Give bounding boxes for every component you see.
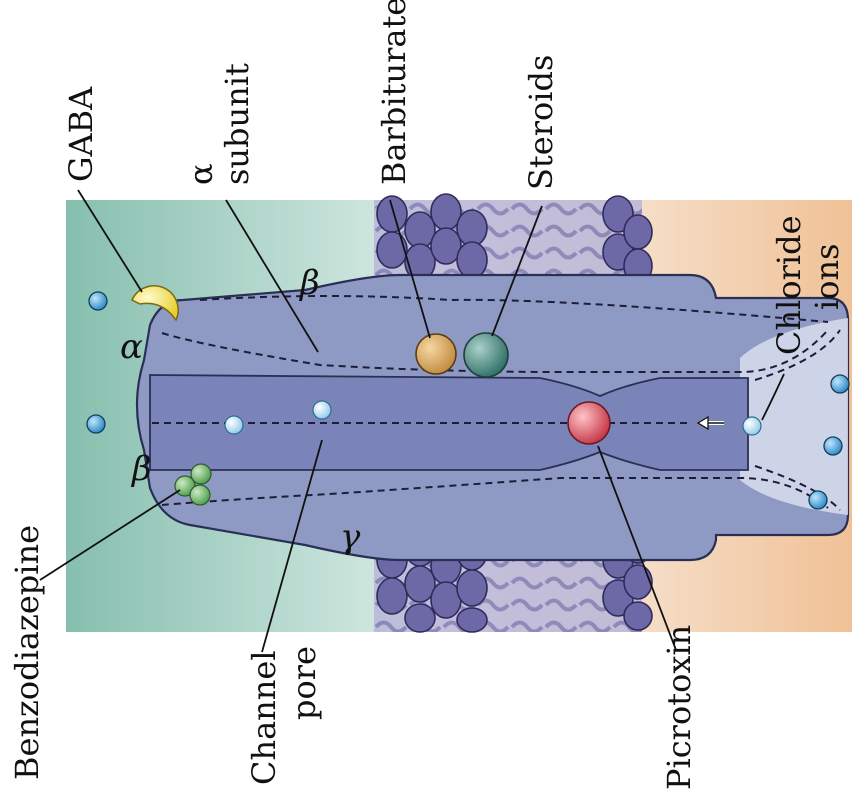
alpha-letter: α <box>120 327 143 367</box>
label-chloride-line2: ions <box>808 243 846 310</box>
steroid-molecule <box>464 333 508 377</box>
picrotoxin-molecule <box>568 402 610 444</box>
label-channel-pore: Channel pore <box>245 646 323 785</box>
benzodiazepine-molecule-2 <box>190 485 210 505</box>
chloride-ion-intracellular-2 <box>824 437 842 455</box>
chloride-ion-intracellular-1 <box>831 375 849 393</box>
label-channel-line1: Channel <box>245 650 283 785</box>
gamma-letter: γ <box>340 517 361 557</box>
barbiturate-molecule <box>416 334 456 374</box>
chloride-ion-pore-1 <box>225 416 243 434</box>
label-gaba: GABA <box>62 86 100 182</box>
chloride-ion-extracellular-2 <box>87 415 105 433</box>
label-alpha-subunit-word: subunit <box>218 63 256 185</box>
label-steroids: Steroids <box>522 55 560 190</box>
beta-left-letter: β <box>130 449 152 489</box>
chloride-ion-intracellular-3 <box>809 491 827 509</box>
chloride-ion-pore-2 <box>313 401 331 419</box>
label-chloride-line1: Chloride <box>770 215 808 355</box>
chloride-ion-extracellular-1 <box>89 292 107 310</box>
label-barbiturates: Barbiturates <box>375 0 413 185</box>
label-alpha-subunit-symbol: α <box>182 163 220 185</box>
label-alpha-subunit: α subunit <box>182 63 256 185</box>
label-picrotoxin: Picrotoxin <box>660 625 698 790</box>
chloride-ion-vestibule <box>743 417 761 435</box>
benzodiazepine-molecule-3 <box>191 464 211 484</box>
label-channel-line2: pore <box>285 646 323 720</box>
beta-right-letter: β <box>298 263 320 303</box>
label-benzodiazepine: Benzodiazepine <box>8 525 46 780</box>
